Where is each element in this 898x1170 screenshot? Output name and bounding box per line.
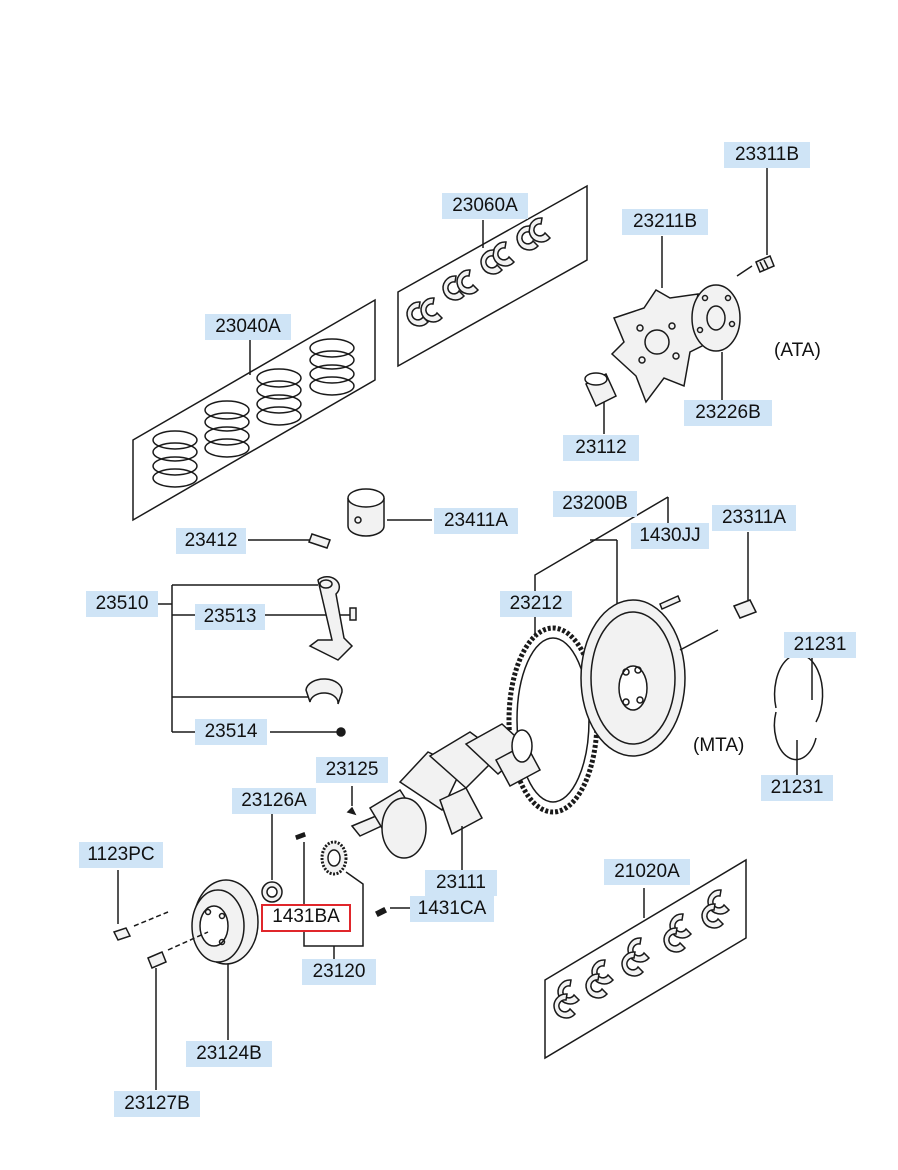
bushing-icon: [585, 373, 616, 406]
rivet-icon: [660, 596, 680, 609]
key-icon: [348, 808, 355, 814]
part-label-23510[interactable]: 23510: [86, 591, 158, 617]
woodruff-key-icon: [376, 908, 386, 916]
pin-icon: [296, 833, 305, 839]
bearing-shell-icon: [554, 904, 723, 1018]
snap-ring-icon: [774, 654, 822, 759]
bearing-shell-icon: [407, 226, 538, 326]
part-label-1430JJ[interactable]: 1430JJ: [631, 523, 709, 549]
part-label-23120[interactable]: 23120: [302, 959, 376, 985]
bolt-icon: [756, 256, 774, 272]
part-label-23200B[interactable]: 23200B: [553, 491, 637, 517]
part-label-23514[interactable]: 23514: [195, 719, 267, 745]
part-label-21020A[interactable]: 21020A: [604, 859, 690, 885]
part-label-23127B[interactable]: 23127B: [114, 1091, 200, 1117]
part-label-23124B[interactable]: 23124B: [186, 1041, 272, 1067]
lower-bearing-set-panel: [545, 860, 746, 1058]
part-label-1123PC[interactable]: 1123PC: [79, 842, 163, 868]
flywheel-icon: [581, 600, 685, 756]
part-label-23126A[interactable]: 23126A: [232, 788, 316, 814]
drive-plate-icon: [612, 290, 710, 402]
snap-ring-set: [774, 654, 822, 776]
adapter-plate-icon: [692, 285, 740, 351]
drive-plate-assembly: [585, 168, 774, 434]
crankshaft-icon: [352, 724, 540, 858]
part-label-23513[interactable]: 23513: [195, 604, 265, 630]
part-label-23311B[interactable]: 23311B: [724, 142, 810, 168]
part-label-21231-top[interactable]: 21231: [784, 632, 856, 658]
part-label-23112[interactable]: 23112: [563, 435, 639, 461]
piston-pin-icon: [309, 534, 330, 548]
part-label-23226B[interactable]: 23226B: [684, 400, 772, 426]
piston-ring-icon: [153, 339, 354, 487]
mta-note: (MTA): [693, 735, 745, 756]
rod-bearing-icon: [306, 679, 342, 704]
part-label-23411A[interactable]: 23411A: [434, 508, 518, 534]
bearing-shell-icon: [421, 218, 550, 322]
part-label-1431CA[interactable]: 1431CA: [410, 896, 494, 922]
part-label-23040A[interactable]: 23040A: [205, 314, 291, 340]
part-label-23311A[interactable]: 23311A: [712, 505, 796, 531]
piston-icon: [348, 489, 384, 536]
flywheel-bolt-icon: [734, 600, 756, 618]
seal-icon: [262, 882, 282, 902]
part-label-21231-bottom[interactable]: 21231: [761, 775, 833, 801]
piston-ring-set-panel: [133, 300, 375, 520]
crank-pulley-assembly: [114, 870, 258, 1090]
part-label-1431BA-selected[interactable]: 1431BA: [261, 904, 351, 932]
upper-bearing-set-panel: [398, 186, 587, 366]
part-label-23060A[interactable]: 23060A: [442, 193, 528, 219]
rod-bolt-icon: [350, 608, 356, 620]
pulley-bolt-icon: [148, 952, 166, 968]
connecting-rod-icon: [310, 577, 352, 660]
ata-note: (ATA): [774, 340, 821, 361]
pulley-bolt-icon: [114, 928, 130, 940]
part-label-23125[interactable]: 23125: [316, 757, 388, 783]
piston-assembly: [248, 489, 432, 548]
part-label-23211B[interactable]: 23211B: [622, 209, 708, 235]
crankshaft-assembly: [262, 724, 540, 960]
part-label-23212[interactable]: 23212: [500, 591, 572, 617]
connecting-rod-assembly: [158, 577, 356, 736]
part-label-23412[interactable]: 23412: [176, 528, 246, 554]
part-label-23111[interactable]: 23111: [425, 870, 497, 896]
pulley-icon: [192, 880, 258, 964]
sprocket-icon: [322, 842, 346, 874]
